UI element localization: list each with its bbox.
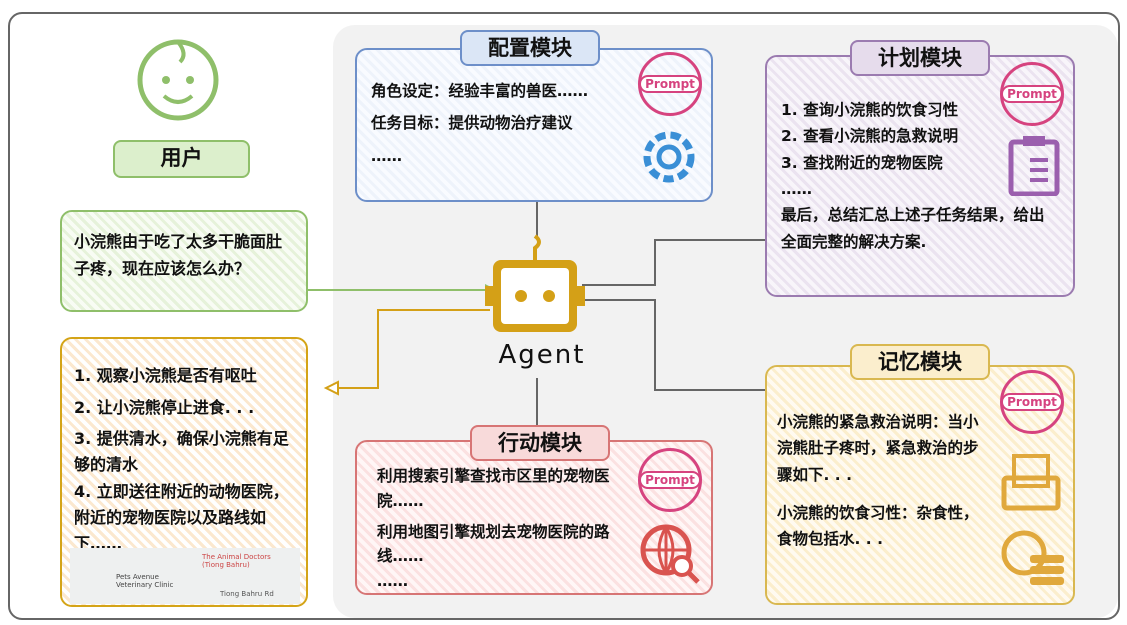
answer-item: 3. 提供清水，确保小浣熊有足够的清水 <box>74 429 289 474</box>
map-road: Tiong Bahru Rd <box>220 590 274 598</box>
answer-item: 1. 观察小浣熊是否有呕吐 <box>74 366 257 385</box>
database-clock-icon <box>1001 530 1064 585</box>
plan-line: 2. 查看小浣熊的急救说明 <box>781 127 959 146</box>
connector-memory <box>582 299 765 391</box>
map-place: The Animal Doctors (Tiong Bahru) <box>202 553 271 569</box>
stamp-text: Prompt <box>639 75 701 93</box>
action-line: 利用搜索引擎查找市区里的宠物医院…… <box>377 467 610 510</box>
prompt-stamp-icon: Prompt <box>1000 62 1064 126</box>
action-title: 行动模块 <box>470 425 610 461</box>
memory-line: 小浣熊的饮食习性：杂食性，食物包括水. . . <box>777 504 979 549</box>
prompt-stamp-icon: Prompt <box>638 448 702 512</box>
stamp-text: Prompt <box>639 471 701 489</box>
config-line: 任务目标：提供动物治疗建议 <box>371 114 573 133</box>
plan-title: 计划模块 <box>850 40 990 76</box>
plan-line: 3. 查找附近的宠物医院 <box>781 153 943 172</box>
answer-item: 2. 让小浣熊停止进食. . . <box>74 397 255 417</box>
prompt-stamp-icon: Prompt <box>1000 370 1064 434</box>
config-line: …… <box>371 146 402 165</box>
plan-module: 1. 查询小浣熊的饮食习性 2. 查看小浣熊的急救说明 3. 查找附近的宠物医院… <box>765 55 1075 297</box>
action-line: 利用地图引擎规划去宠物医院的路线…… <box>377 522 610 566</box>
stamp-text: Prompt <box>1001 85 1063 103</box>
plan-line: 1. 查询小浣熊的饮食习性 <box>781 101 959 119</box>
user-question: 小浣熊由于吃了太多干脆面肚子疼，现在应该怎么办？ <box>60 210 308 312</box>
stamp-text: Prompt <box>1001 393 1063 411</box>
plan-line: 最后，总结汇总上述子任务结果，给出全面完整的解决方案. <box>781 206 1045 251</box>
plan-line: …… <box>781 180 812 199</box>
config-line: 角色设定：经验丰富的兽医…… <box>371 82 589 100</box>
robot-icon <box>485 234 585 332</box>
outer-frame <box>8 12 1120 620</box>
prompt-stamp-icon: Prompt <box>638 52 702 116</box>
map-thumbnail[interactable]: The Animal Doctors (Tiong Bahru) Pets Av… <box>70 548 300 604</box>
action-line: …… <box>377 572 408 591</box>
agent-label: Agent <box>498 340 586 370</box>
arrow-answer <box>338 309 490 389</box>
map-place: Pets Avenue Veterinary Clinic <box>116 573 174 589</box>
config-title: 配置模块 <box>460 30 600 66</box>
globe-search-icon <box>640 524 700 584</box>
memory-line: 小浣熊的紧急救治说明：当小浣熊肚子疼时，紧急救治的步骤如下. . . <box>777 413 979 484</box>
inbox-icon <box>1001 454 1061 511</box>
memory-title: 记忆模块 <box>850 344 990 380</box>
connector-plan <box>582 239 765 286</box>
user-face-icon <box>137 39 219 121</box>
clipboard-icon <box>1008 136 1060 196</box>
gear-icon <box>643 131 695 183</box>
answer-item: 4. 立即送往附近的动物医院，附近的宠物医院以及路线如下…… <box>74 482 289 553</box>
user-label: 用户 <box>113 140 250 178</box>
